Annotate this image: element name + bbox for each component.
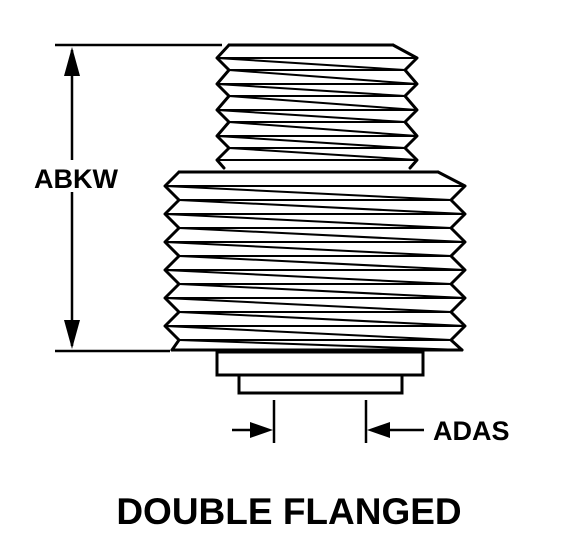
- diameter-arrow-right-icon: [250, 422, 273, 438]
- second-flange: [237, 373, 404, 395]
- diameter-dimension-label: ADAS: [433, 416, 510, 446]
- upper-thread-helix-slant: [216, 57, 418, 161]
- upper-threaded-section: [215, 43, 419, 170]
- height-dimension-label: ABKW: [34, 164, 118, 194]
- lower-thread-right-profile: [436, 170, 467, 352]
- diagram-caption: DOUBLE FLANGED: [116, 491, 461, 532]
- lower-thread-crests: [164, 185, 466, 341]
- lower-thread-left-profile: [163, 170, 181, 352]
- height-arrow-down-icon: [64, 320, 80, 349]
- upper-thread-right-profile: [391, 43, 419, 170]
- height-arrow-up-icon: [64, 47, 80, 76]
- upper-thread-helix: [216, 57, 418, 161]
- upper-thread-left-profile: [215, 43, 231, 170]
- diameter-arrow-left-icon: [367, 422, 390, 438]
- height-label-backdrop: [18, 160, 134, 192]
- double-flange: [215, 350, 425, 395]
- lower-threaded-section: [163, 170, 467, 352]
- lower-thread-helix-slant: [164, 185, 466, 351]
- diameter-dimension: [232, 400, 424, 443]
- first-flange: [215, 350, 425, 377]
- height-dimension: [55, 43, 222, 353]
